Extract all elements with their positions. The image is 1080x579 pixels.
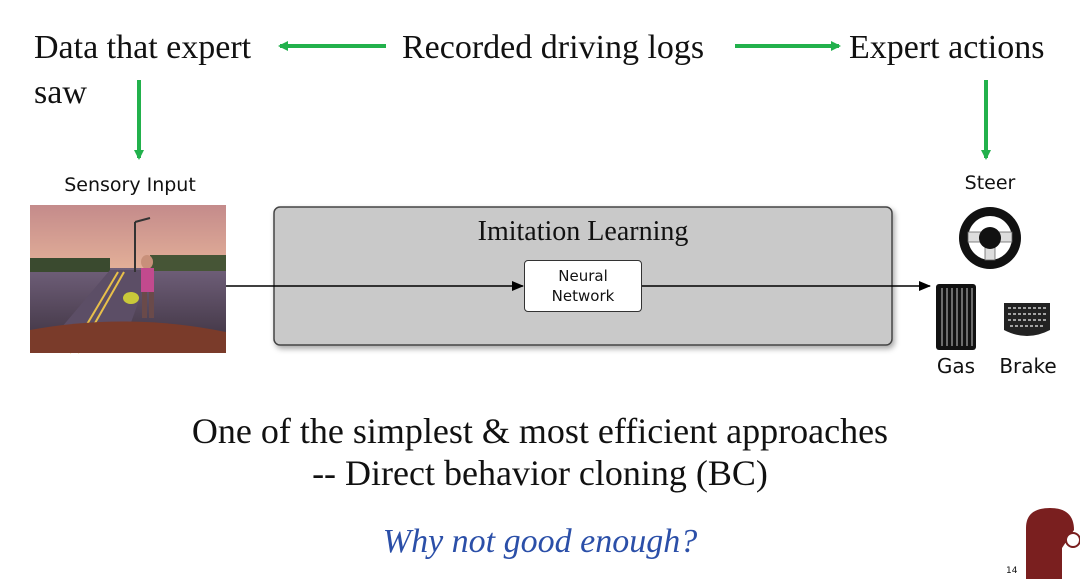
gas-pedal-icon	[936, 284, 976, 350]
page-number: 14	[1006, 566, 1018, 576]
imitation-learning-title: Imitation Learning	[477, 216, 689, 247]
university-logo	[1026, 508, 1080, 579]
sensory-input-image	[30, 205, 226, 354]
recorded-driving-logs-label: Recorded driving logs	[402, 29, 705, 66]
neural-network-line1: Neural	[558, 267, 608, 285]
brake-pedal-icon	[1004, 303, 1050, 336]
steering-wheel-icon	[959, 207, 1021, 269]
question-text: Why not good enough?	[382, 523, 698, 560]
brake-label: Brake	[999, 354, 1057, 378]
neural-network-line2: Network	[551, 287, 615, 305]
caption-line1: One of the simplest & most efficient app…	[191, 411, 889, 451]
data-expert-saw-label: Data that expert saw	[34, 29, 252, 111]
steer-label: Steer	[964, 172, 1016, 194]
caption-line2: -- Direct behavior cloning (BC)	[312, 453, 768, 493]
sensory-input-label: Sensory Input	[64, 174, 196, 196]
expert-actions-label: Expert actions	[849, 29, 1045, 66]
neural-network-box: Neural Network	[524, 260, 642, 312]
gas-label: Gas	[936, 354, 976, 378]
